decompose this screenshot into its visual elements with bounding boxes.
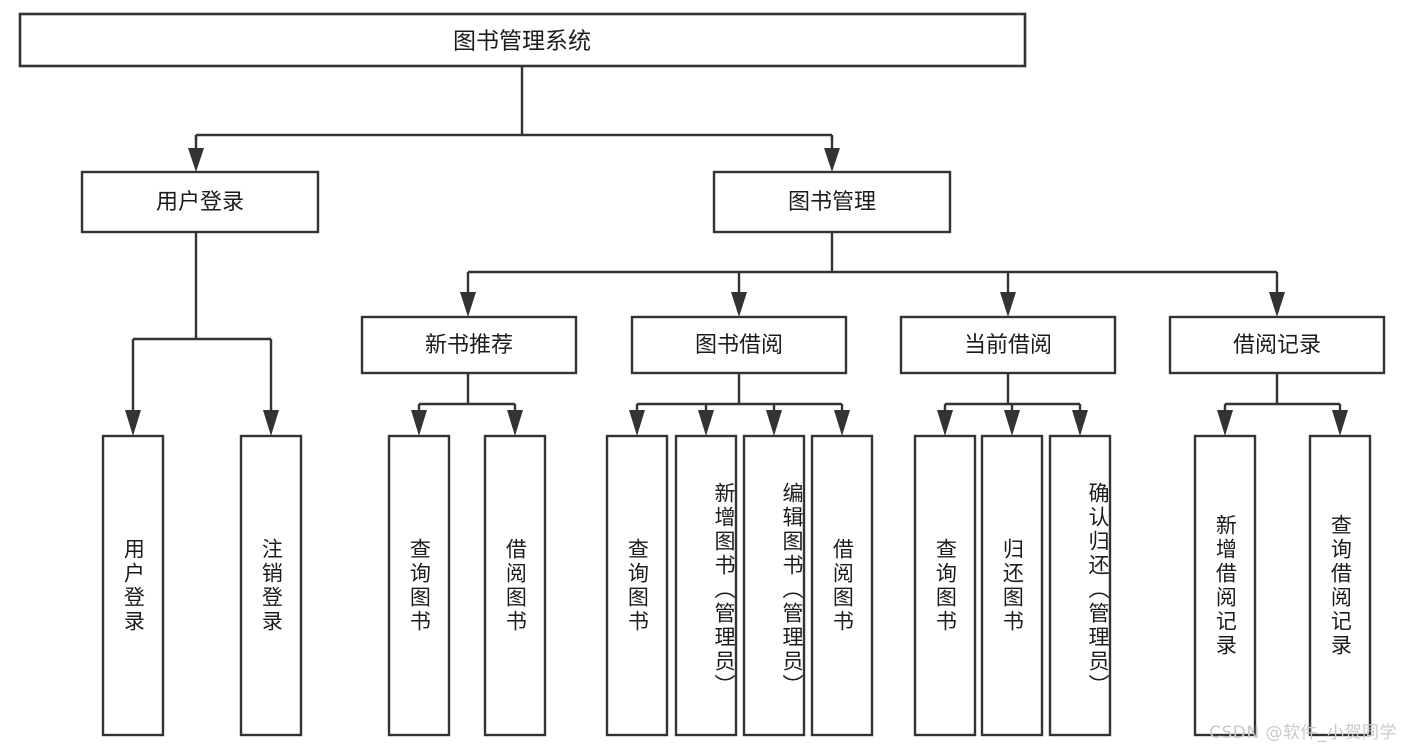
- leaf-record-add-record[interactable]: [1193, 434, 1257, 737]
- leaf-borrow-edit-book[interactable]: [742, 434, 806, 737]
- arrowhead-leaf-add-record: [1217, 410, 1233, 436]
- label-borrow-record: 借阅记录: [1233, 333, 1321, 358]
- arrowhead-borrow-record: [1269, 292, 1285, 317]
- leaf-current-query-book[interactable]: [913, 434, 977, 737]
- arrowhead-leaf-query-book-2: [629, 410, 645, 436]
- arrowhead-leaf-query-record: [1332, 410, 1348, 436]
- leaf-current-confirm-return[interactable]: [1048, 434, 1112, 737]
- leaf-borrow-borrow-book[interactable]: [810, 434, 874, 737]
- node-book-management[interactable]: [712, 170, 952, 234]
- leaf-record-query-record[interactable]: [1308, 434, 1372, 737]
- leaf-logout[interactable]: [239, 434, 303, 737]
- arrowhead-leaf-edit-book: [766, 410, 782, 436]
- arrowhead-leaf-borrow-book-1: [507, 410, 523, 436]
- arrowhead-book-manage: [824, 148, 840, 172]
- arrowhead-leaf-return-book: [1004, 410, 1020, 436]
- label-user-login: 用户登录: [156, 190, 244, 215]
- connector-layer: [125, 66, 1348, 436]
- csdn-watermark: CSDN @软件_小贺同学: [1209, 723, 1397, 743]
- leaf-current-return-book[interactable]: [980, 434, 1044, 737]
- leaf-user-login[interactable]: [101, 434, 165, 737]
- node-book-borrow[interactable]: [630, 315, 848, 375]
- label-layer: 图书管理系统 用户登录 图书管理 新书推荐 图书借阅 当前借阅 借阅记录: [156, 29, 1321, 359]
- node-layer: [18, 12, 1386, 737]
- node-current-borrow[interactable]: [899, 315, 1117, 375]
- arrowhead-user-login: [188, 148, 204, 172]
- arrowhead-leaf-user-login: [125, 410, 141, 436]
- leaf-borrow-query-book[interactable]: [605, 434, 669, 737]
- arrowhead-book-borrow: [731, 292, 747, 317]
- arrowhead-leaf-confirm-return: [1072, 410, 1088, 436]
- arrowhead-leaf-logout: [263, 410, 279, 436]
- arrowhead-leaf-borrow-book-2: [834, 410, 850, 436]
- leaf-borrow-add-book[interactable]: [674, 434, 738, 737]
- leaf-recommend-query-book[interactable]: [387, 434, 451, 737]
- node-root-book-management-system[interactable]: [18, 12, 1027, 68]
- arrowhead-leaf-query-book-3: [937, 410, 953, 436]
- label-new-book-recommend: 新书推荐: [425, 333, 513, 358]
- node-new-book-recommend[interactable]: [360, 315, 578, 375]
- label-root: 图书管理系统: [453, 29, 591, 55]
- arrowhead-current-borrow: [1000, 292, 1016, 317]
- arrowhead-leaf-query-book-1: [411, 410, 427, 436]
- label-book-management: 图书管理: [788, 190, 876, 215]
- arrowhead-new-book-recommend: [460, 292, 476, 317]
- arrowhead-leaf-add-book: [698, 410, 714, 436]
- node-user-login[interactable]: [80, 170, 320, 234]
- node-borrow-record[interactable]: [1168, 315, 1386, 375]
- leaf-recommend-borrow-book[interactable]: [483, 434, 547, 737]
- label-book-borrow: 图书借阅: [695, 333, 783, 358]
- label-current-borrow: 当前借阅: [964, 333, 1052, 358]
